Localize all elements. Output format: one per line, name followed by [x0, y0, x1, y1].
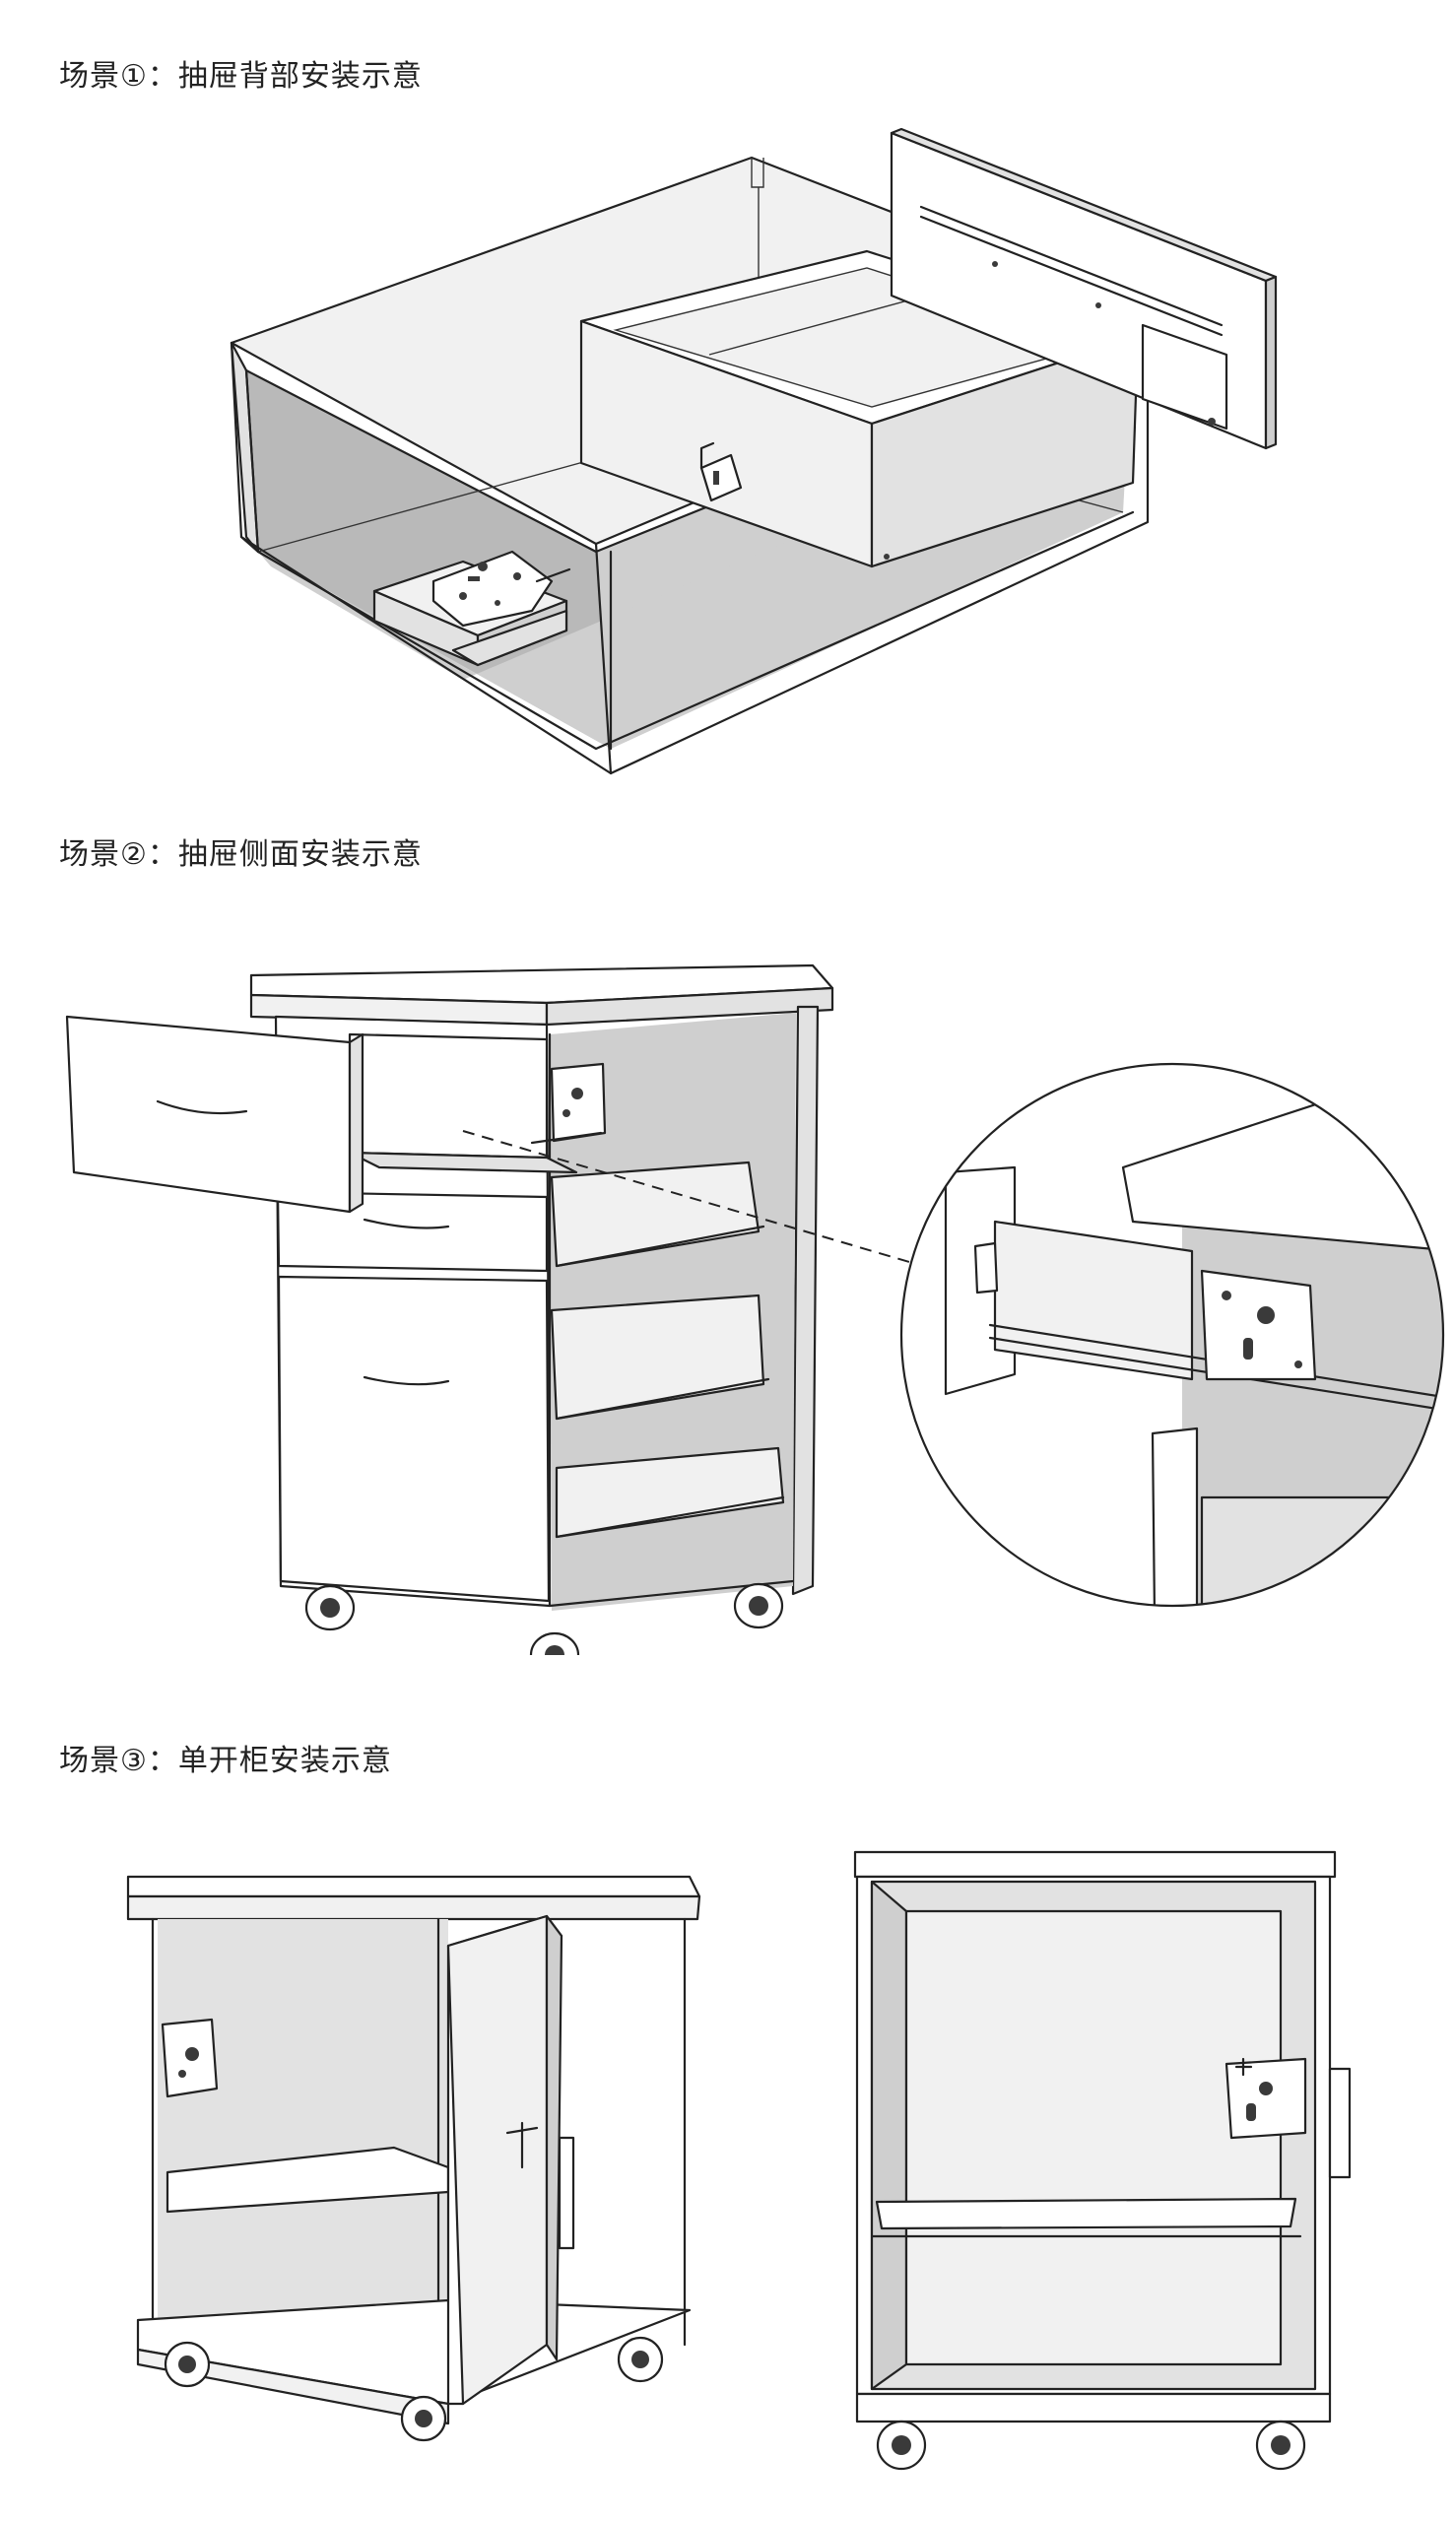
open-door-cabinet	[126, 1875, 701, 2442]
lock-device	[372, 550, 571, 667]
scene-2-title: 场景②：抽屉侧面安装示意	[59, 837, 423, 872]
caster-wheels	[304, 1582, 784, 1655]
detail-magnifier-circle	[899, 1062, 1445, 1608]
scene-1-drawer-back-illustration	[230, 127, 1278, 775]
scene-3-title: 场景③：单开柜安装示意	[59, 1744, 392, 1778]
scene-1-title: 场景①：抽屉背部安装示意	[59, 59, 423, 94]
scene-2-drawer-side-illustration	[65, 963, 1445, 1655]
drawer-back-bracket	[699, 441, 743, 502]
scene-3-single-door-cabinet-left	[126, 1850, 1352, 2471]
drawer-box	[579, 127, 1278, 568]
pedestal-cabinet	[65, 963, 834, 1655]
front-view-cabinet	[853, 1850, 1352, 2471]
